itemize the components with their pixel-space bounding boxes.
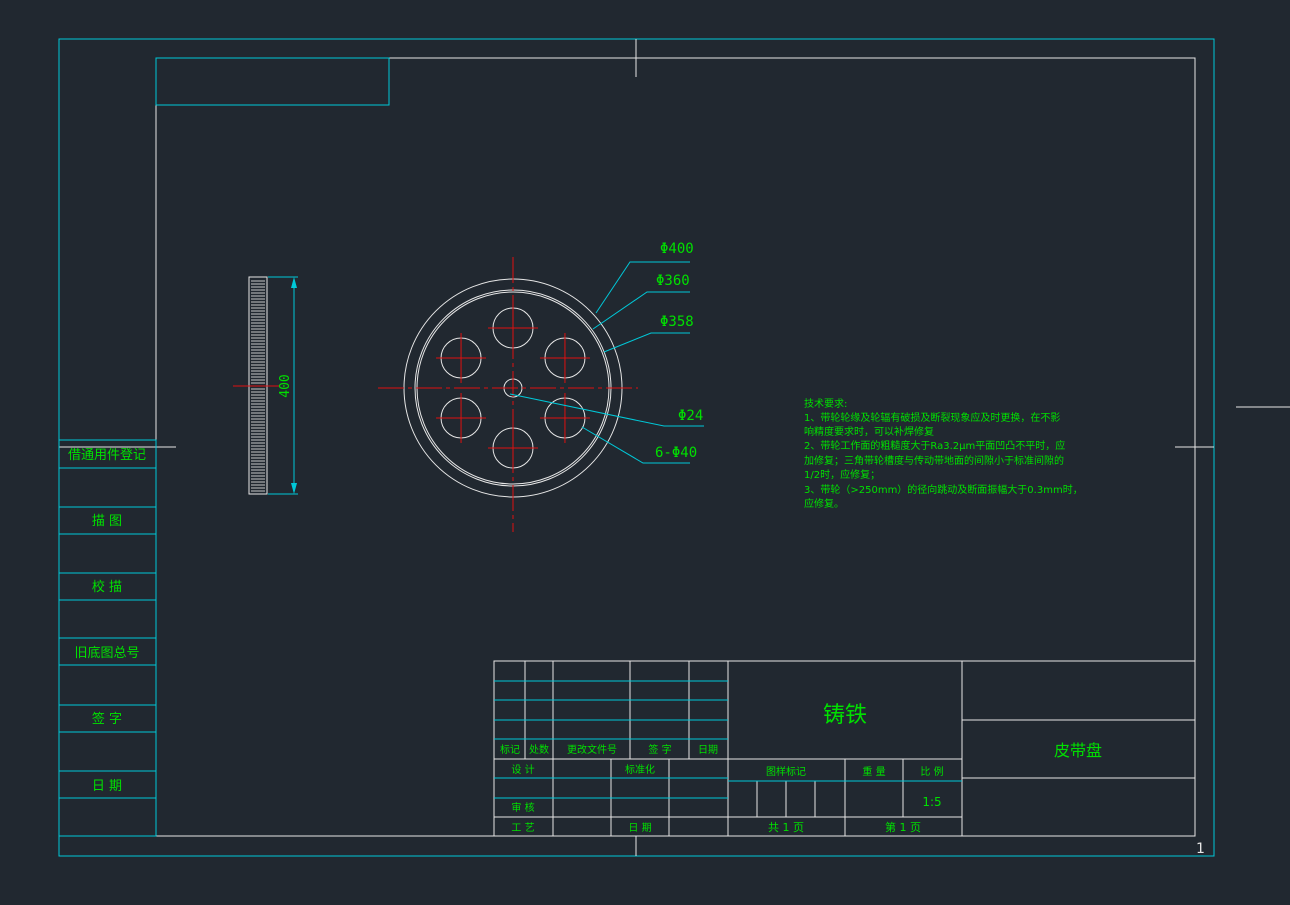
process-label: 工 艺 <box>511 822 534 834</box>
dim-d400: Φ400 <box>660 241 694 257</box>
top-left-box <box>155 57 390 106</box>
header-label-2: 更改文件号 <box>567 743 617 756</box>
pulley-side-view: 400 <box>233 276 298 495</box>
arrow-up-icon <box>291 277 297 288</box>
standardization-label: 标准化 <box>625 763 655 776</box>
dim-d360: Φ360 <box>656 273 690 289</box>
tech-line-6: 3、带轮（>250mm）的径向跳动及断面振幅大于0.3mm时， <box>804 483 1083 496</box>
design-label: 设 计 <box>511 763 534 776</box>
dim-d358: Φ358 <box>660 314 694 330</box>
header-label-3: 签 字 <box>648 743 671 756</box>
side-item-5: 日 期 <box>92 779 122 794</box>
side-item-2: 校 描 <box>92 579 122 595</box>
date-label: 日 期 <box>628 822 651 834</box>
tech-requirements: 技术要求: 1、带轮轮缘及轮辐有破损及断裂现象应及时更换，在不影 响精度要求时，… <box>804 397 1083 510</box>
tech-line-1: 1、带轮轮缘及轮辐有破损及断裂现象应及时更换，在不影 <box>804 411 1060 424</box>
side-item-3: 旧底图总号 <box>74 645 139 661</box>
dim-height: 400 <box>278 374 293 397</box>
review-label: 审 核 <box>511 801 534 814</box>
weight-label: 重 量 <box>862 765 885 778</box>
scale-value: 1:5 <box>922 795 941 809</box>
header-label-0: 标记 <box>500 744 520 756</box>
pulley-front-view: Φ400 Φ360 Φ358 Φ24 6-Φ40 <box>378 241 704 532</box>
header-label-1: 处数 <box>529 743 549 756</box>
title-block: 标记 处数 更改文件号 签 字 日期 设 计 标准化 审 核 工 艺 日 期 铸… <box>493 660 1196 837</box>
tech-line-0: 技术要求: <box>804 397 847 410</box>
total-sheets: 共 1 页 <box>768 821 804 834</box>
scale-label: 比 例 <box>920 765 943 778</box>
material: 铸铁 <box>823 703 867 728</box>
side-item-4: 签 字 <box>92 711 122 727</box>
corner-number: 1 <box>1196 841 1205 857</box>
dim-holes: 6-Φ40 <box>655 445 697 461</box>
side-item-1: 描 图 <box>92 514 122 529</box>
tech-line-7: 应修复。 <box>804 497 844 510</box>
tech-line-2: 响精度要求时，可以补焊修复 <box>804 425 934 438</box>
sheet-number: 第 1 页 <box>885 820 921 834</box>
side-column: 借通用件登记 描 图 校 描 旧底图总号 签 字 日 期 <box>58 439 157 837</box>
header-label-4: 日期 <box>698 744 718 756</box>
tech-line-5: 1/2时，应修复； <box>804 468 880 481</box>
part-name: 皮带盘 <box>1054 741 1102 760</box>
tech-line-4: 加修复；三角带轮槽度与传动带地面的间隙小于标准间隙的 <box>804 454 1064 467</box>
dim-d24: Φ24 <box>678 408 703 424</box>
arrow-down-icon <box>291 483 297 494</box>
drawing-mark-label: 图样标记 <box>766 765 806 778</box>
side-item-0: 借通用件登记 <box>68 448 146 463</box>
tech-line-3: 2、带轮工作面的粗糙度大于Ra3.2μm平面凹凸不平时，应 <box>804 439 1065 452</box>
